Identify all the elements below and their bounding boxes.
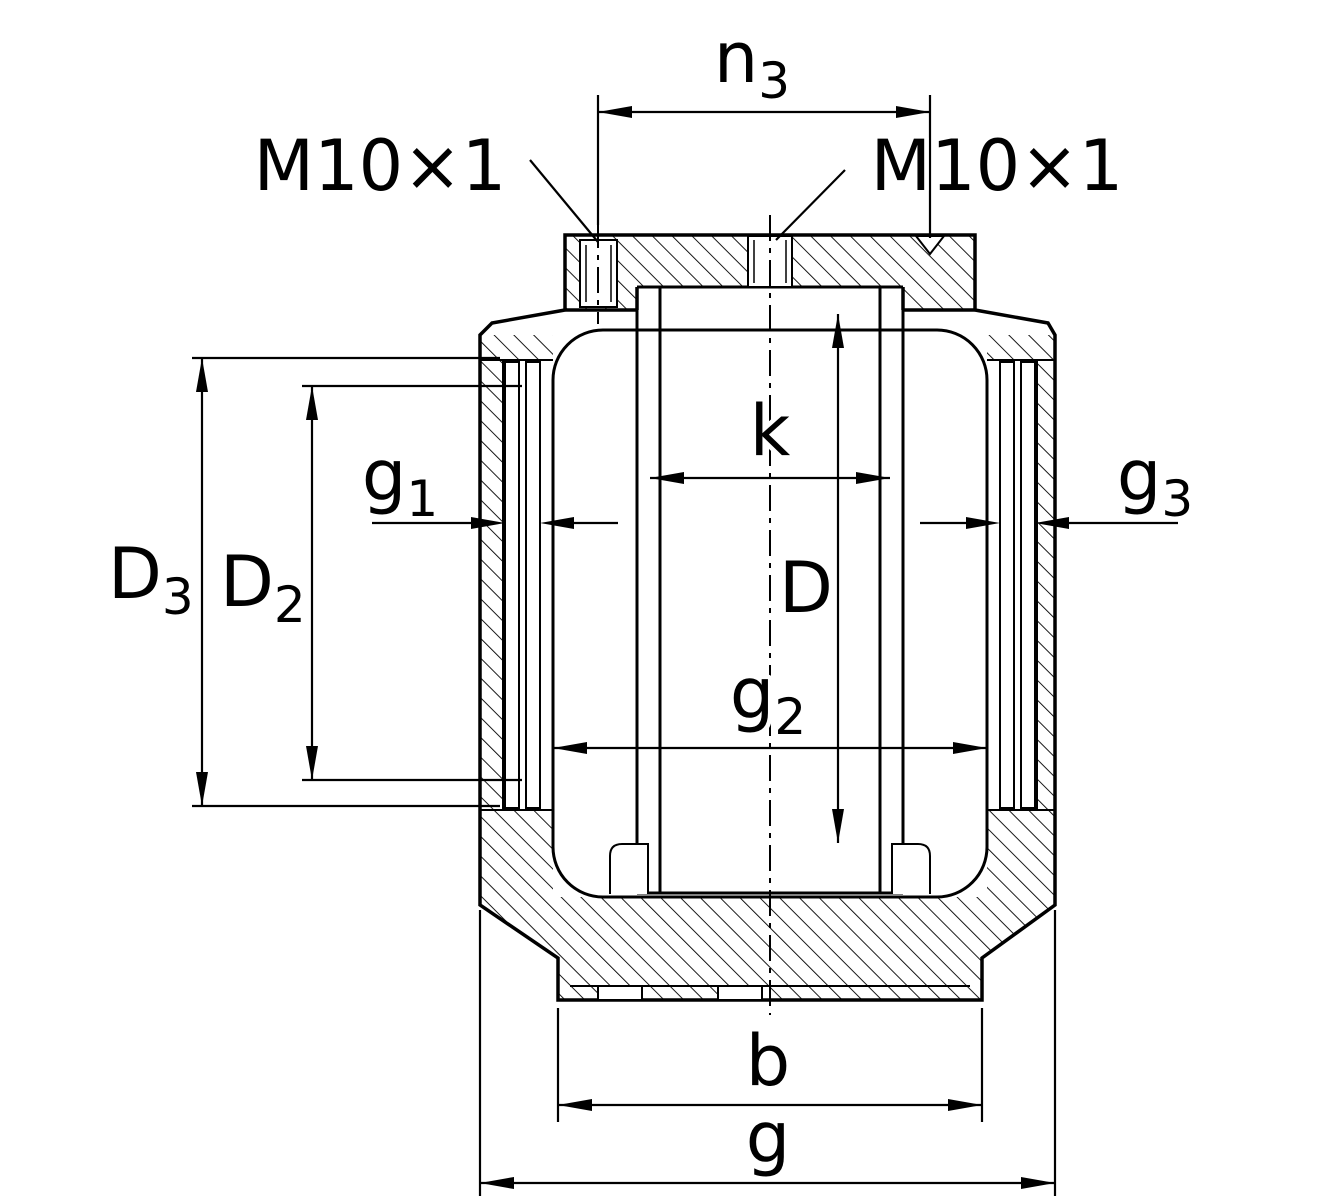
g1-arrow-left [471, 517, 505, 529]
label-D2: D2 [220, 541, 306, 634]
inner-ring-sleeve [609, 285, 931, 895]
D-arrow-top [832, 314, 844, 348]
dimension-g3 [920, 517, 1178, 529]
g2-arrow-left [553, 742, 587, 754]
D3-arrow-top [196, 358, 208, 392]
seal-ring-left-outer [504, 361, 520, 809]
label-g: g [746, 1097, 790, 1179]
seal-hook-left [609, 843, 649, 894]
label-g3: g3 [1117, 435, 1193, 528]
seal-ring-left-inner [525, 361, 541, 809]
base-slot-left [597, 985, 643, 1001]
label-k: k [750, 390, 791, 472]
label-n3: n3 [714, 17, 790, 110]
m10-left-leader [529, 159, 599, 243]
b-arrow-left [558, 1099, 592, 1111]
g3-arrow-right [1035, 517, 1069, 529]
g3-arrow-left [966, 517, 1000, 529]
m10-right-leader [775, 169, 846, 241]
label-D3: D3 [108, 533, 194, 626]
n3-arrow-left [598, 106, 632, 118]
lubrication-holes [579, 222, 947, 324]
k-arrow-left [650, 472, 684, 484]
n3-arrow-right [896, 106, 930, 118]
label-g2: g2 [730, 653, 806, 746]
dimension-D [832, 314, 844, 843]
label-g1: g1 [362, 435, 438, 528]
housing-bore-steps [480, 359, 1055, 811]
g2-arrow-right [953, 742, 987, 754]
base-hatch [480, 897, 1055, 1000]
label-D: D [779, 547, 833, 629]
dimension-D2 [302, 384, 522, 782]
seal-ring-right-inner [999, 361, 1015, 809]
dimension-k [650, 472, 890, 484]
thread-callouts [529, 159, 846, 243]
k-arrow-right [856, 472, 890, 484]
base-slot-right [717, 985, 763, 1001]
g-arrow-left [480, 1177, 514, 1189]
dimension-n3 [596, 95, 932, 238]
dimension-g1 [372, 517, 618, 529]
label-m10-right: M10×1 [871, 125, 1124, 207]
D-arrow-bottom [832, 809, 844, 843]
sleeve-lines [635, 285, 905, 895]
dimension-D3 [192, 356, 500, 808]
dimension-labels: n3 M10×1 M10×1 k g1 g3 D3 D2 D g2 b g [104, 13, 1198, 1184]
b-arrow-right [948, 1099, 982, 1111]
dimension-b [556, 1008, 984, 1122]
seal-rings [504, 361, 1036, 809]
cap-right-hatch [903, 235, 975, 310]
D2-arrow-bottom [306, 746, 318, 780]
label-m10-left: M10×1 [254, 125, 507, 207]
thread-lines [585, 240, 787, 302]
g-arrow-right [1021, 1177, 1055, 1189]
seal-hook-right [891, 843, 931, 894]
g1-arrow-right [540, 517, 574, 529]
label-b: b [746, 1020, 790, 1102]
dimension-g [478, 910, 1057, 1196]
dimension-g2 [553, 742, 987, 754]
D3-arrow-bottom [196, 772, 208, 806]
seal-ring-right-outer [1020, 361, 1036, 809]
D2-arrow-top [306, 386, 318, 420]
